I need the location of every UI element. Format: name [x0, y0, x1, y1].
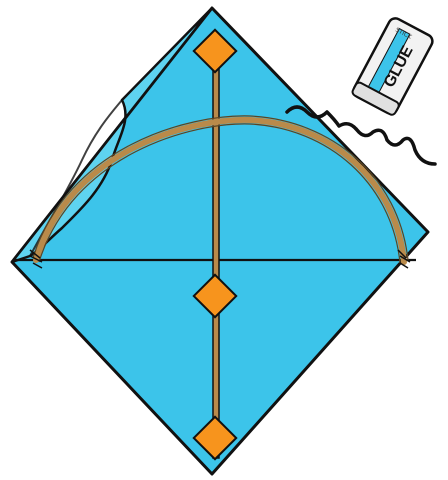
vertical-spar	[213, 38, 219, 458]
glue-stick-icon: GLUE STICK	[351, 16, 435, 116]
